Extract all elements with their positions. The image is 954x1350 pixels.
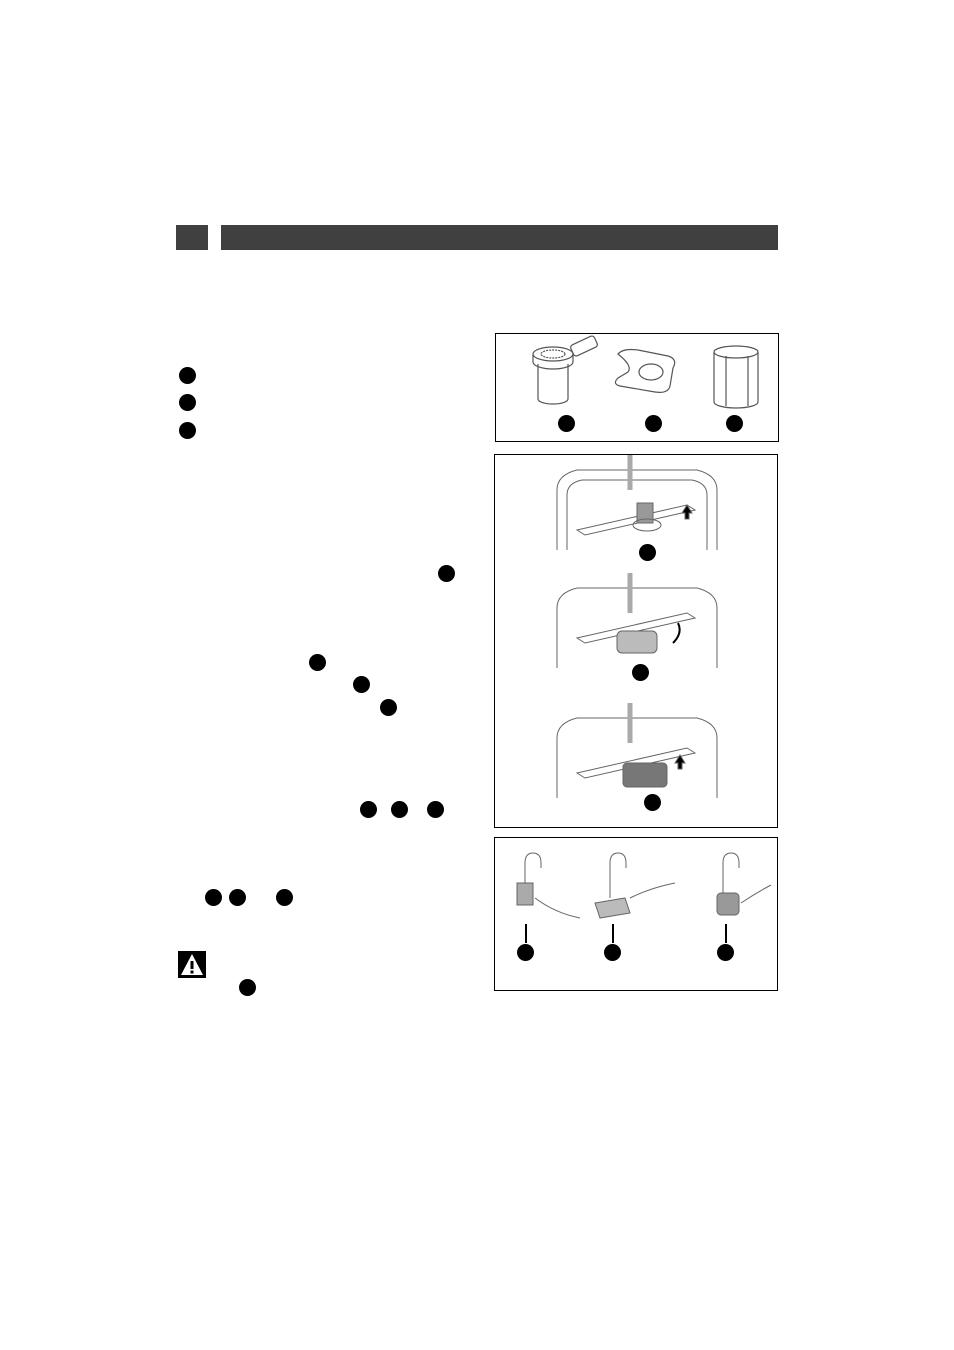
step-3-illustration <box>556 703 718 798</box>
marker-b <box>632 664 649 681</box>
marker-a <box>558 415 575 432</box>
marker-b <box>179 394 196 411</box>
marker-c <box>644 794 661 811</box>
micro-filter-illustration <box>713 345 759 409</box>
inline-marker <box>229 889 246 906</box>
inline-marker <box>276 889 293 906</box>
step-2-illustration <box>556 573 718 668</box>
page-number-tab <box>176 225 208 250</box>
marker-a <box>179 367 196 384</box>
marker-b <box>604 944 621 961</box>
marker-b <box>645 415 662 432</box>
inline-marker <box>391 801 408 818</box>
step-1-illustration <box>556 455 718 550</box>
inline-marker <box>239 979 256 996</box>
flat-filter-illustration <box>614 348 676 393</box>
marker-c <box>726 415 743 432</box>
rinse-coarse-filter <box>516 852 581 919</box>
marker-c <box>717 944 734 961</box>
inline-marker <box>380 699 397 716</box>
coarse-filter-illustration <box>532 335 598 405</box>
inline-marker <box>353 676 370 693</box>
rinse-micro-filter <box>716 852 772 916</box>
inline-marker <box>438 565 455 582</box>
filter-parts-figure <box>495 333 779 442</box>
filter-removal-figure <box>494 454 778 828</box>
marker-a <box>639 544 656 561</box>
section-header-bar <box>221 225 778 250</box>
marker-a <box>517 944 534 961</box>
inline-marker <box>309 654 326 671</box>
rinse-flat-filter <box>594 852 676 919</box>
warning-icon <box>178 951 206 978</box>
inline-marker <box>427 801 444 818</box>
inline-marker <box>360 801 377 818</box>
filter-cleaning-figure <box>494 837 778 991</box>
marker-c <box>179 422 196 439</box>
inline-marker <box>205 889 222 906</box>
